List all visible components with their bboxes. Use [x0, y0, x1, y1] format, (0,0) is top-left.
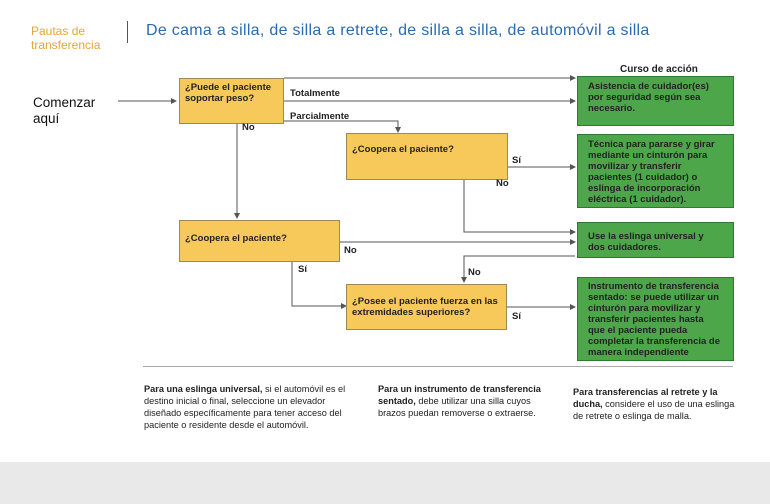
action-universal-sling: Use la eslinga universal y dos cuidadore…	[577, 222, 734, 258]
note-universal-sling: Para una eslinga universal, si el automó…	[144, 383, 364, 431]
note-universal-sling-bold: Para una eslinga universal,	[144, 384, 263, 394]
label-yes-q3: Sí	[298, 264, 307, 275]
start-label: Comenzar aquí	[33, 95, 96, 126]
note-seated-device-text: debe utilizar una silla cuyos brazos pue…	[378, 396, 536, 418]
label-no-q4: No	[468, 267, 481, 278]
label-yes-q2: Sí	[512, 155, 521, 166]
notes-divider	[143, 366, 733, 367]
title-divider	[127, 21, 128, 43]
note-toilet-shower-text: considere el uso de una eslinga de retre…	[573, 399, 735, 421]
label-no-q3: No	[344, 245, 357, 256]
footer-bar	[0, 462, 770, 504]
question-cooperate-2: ¿Coopera el paciente?	[179, 220, 340, 262]
label-totally: Totalmente	[290, 88, 340, 99]
action-caregiver-assist: Asistencia de cuidador(es) por seguridad…	[577, 76, 734, 126]
action-seated-device: Instrumento de transferencia sentado: se…	[577, 277, 734, 361]
section-title: Pautas de transferencia	[31, 24, 101, 52]
label-partially: Parcialmente	[290, 111, 350, 122]
label-no-q2: No	[496, 178, 509, 189]
label-no-q1: No	[242, 122, 255, 133]
action-stand-pivot: Técnica para pararse y girar mediante un…	[577, 134, 734, 208]
question-bear-weight: ¿Puede el paciente soportar peso?	[179, 78, 284, 124]
question-cooperate-1: ¿Coopera el paciente?	[346, 133, 508, 180]
note-toilet-shower-bold: Para transferencias al retrete y la duch…	[573, 387, 718, 409]
course-of-action-label: Curso de acción	[620, 64, 698, 75]
note-seated-device: Para un instrumento de transferencia sen…	[378, 383, 553, 419]
question-upper-strength: ¿Posee el paciente fuerza en las extremi…	[346, 284, 507, 330]
note-universal-sling-text: si el automóvil es el destino inicial o …	[144, 384, 346, 430]
page-title: De cama a silla, de silla a retrete, de …	[146, 22, 650, 39]
label-yes-q4: Sí	[512, 311, 521, 322]
note-seated-device-bold: Para un instrumento de transferencia sen…	[378, 384, 541, 406]
note-toilet-shower: Para transferencias al retrete y la duch…	[573, 386, 743, 422]
